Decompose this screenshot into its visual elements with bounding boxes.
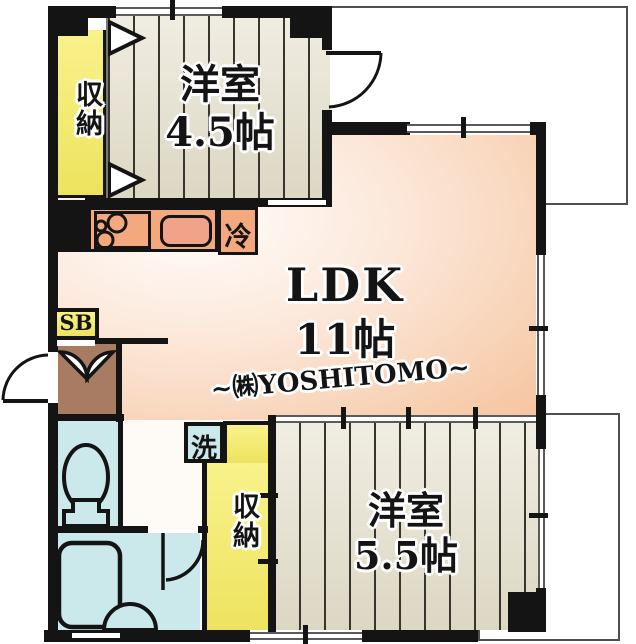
wall-ldk-top-a (332, 122, 410, 135)
window-tick (341, 407, 346, 429)
wall-room45-right-b (322, 110, 332, 207)
closet-top-label: 収納 (71, 80, 102, 138)
window-tick (529, 513, 548, 518)
stove-icon (94, 211, 151, 249)
wall-closet-bottom-right (268, 415, 276, 632)
wall-toilet-right (118, 421, 123, 526)
sink-icon (160, 215, 212, 247)
slider-room45 (268, 200, 326, 205)
wall-ldk-right-b (536, 395, 546, 425)
entrance-floor (58, 344, 118, 416)
wall-left-lower (48, 403, 58, 642)
shoebox (53, 308, 99, 340)
washer-box (184, 422, 224, 463)
window-tick (258, 493, 278, 498)
window-ldk-right (537, 255, 545, 395)
pillar-room55-corner (508, 592, 546, 632)
window-tick (303, 625, 308, 644)
window-tick (473, 407, 478, 429)
pillar-top-left (48, 6, 88, 36)
window-tick (406, 407, 411, 429)
window-tick (461, 117, 466, 138)
window-bath-bottom (72, 633, 120, 638)
fridge-label: 冷 (224, 222, 252, 253)
ldk-size: 11帖 (294, 315, 396, 364)
room-55-size: 5.5帖 (353, 533, 459, 578)
window-tick (529, 326, 548, 331)
door-swing-entrance-icon (1, 353, 49, 403)
closet-top-floor (58, 30, 106, 198)
wall-bottom-right (362, 630, 478, 642)
pillar-kitchen (58, 200, 88, 252)
room-45-size: 4.5帖 (165, 109, 275, 156)
wall-left-upper (48, 6, 58, 352)
wall-wet-top (48, 414, 124, 421)
window-ldk-top (407, 124, 533, 133)
washer-label: 洗 (190, 434, 217, 464)
closet-bottom-label: 収納 (228, 492, 259, 550)
room-55-name: 洋室 (367, 488, 444, 533)
window-tick (258, 559, 278, 564)
wall-room45-bottom (85, 198, 332, 207)
shoebox-label: SB (59, 310, 93, 335)
room-45-name: 洋室 (180, 61, 260, 108)
wall-toilet-bottom (48, 526, 124, 533)
wall-room45-right-a (322, 6, 332, 50)
room-55-floor (274, 423, 540, 630)
bathroom-floor (53, 533, 200, 630)
window-top (116, 7, 222, 16)
wall-entrance-right (116, 344, 122, 422)
refrigerator-box (218, 207, 258, 255)
ldk-name: LDK (285, 258, 405, 312)
wall-closet-bottom-left (202, 460, 207, 630)
wall-ldk-right-a (536, 122, 546, 255)
window-room55-right (538, 449, 545, 588)
closet-bottom-floor (205, 463, 268, 630)
toilet-room-floor (53, 421, 118, 526)
closet-bottom-floor-upper (223, 421, 268, 463)
wall-entrance-top (55, 338, 168, 344)
shoebox-front (57, 340, 95, 346)
window-tick (170, 0, 175, 20)
wall-bath-top-a (124, 526, 148, 533)
pillar-room55-topright (536, 413, 546, 449)
